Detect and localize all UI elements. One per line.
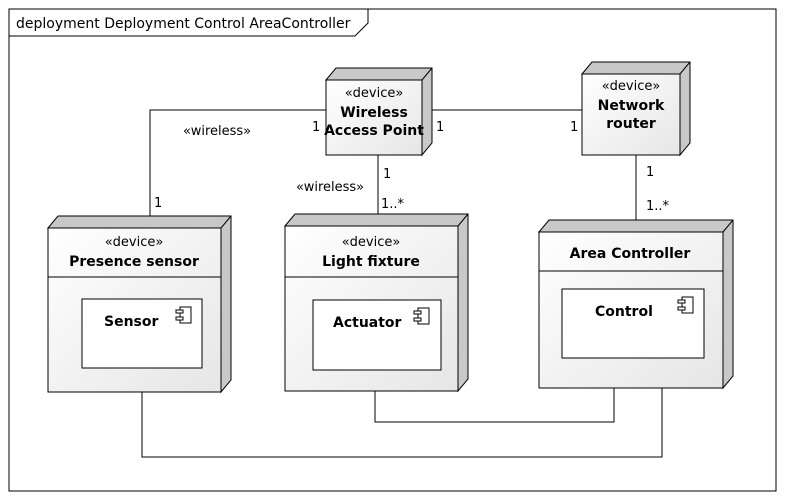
control-actuator-link — [374, 357, 615, 423]
mult-wap-router: 1 — [436, 120, 444, 135]
presence-name: Presence sensor — [69, 254, 199, 270]
mult-wap-presence: 1 — [312, 120, 320, 135]
router-name-line1: Network — [598, 98, 665, 114]
mult-area: 1..* — [646, 199, 670, 214]
light-stereotype: «device» — [342, 235, 401, 250]
router-name-line2: router — [606, 116, 656, 132]
node-network-router: «device» Network router — [580, 61, 691, 157]
component-actuator: Actuator — [312, 299, 442, 371]
mult-router-wap: 1 — [570, 120, 578, 135]
actuator-label: Actuator — [333, 315, 402, 331]
mult-router-area: 1 — [646, 165, 654, 180]
mult-wap-light: 1 — [383, 167, 391, 182]
wap-stereotype: «device» — [345, 86, 404, 101]
light-name: Light fixture — [322, 254, 420, 270]
wap-name-line1: Wireless — [340, 105, 408, 121]
wap-name-line2: Access Point — [324, 123, 424, 139]
component-icon — [677, 296, 694, 314]
sensor-label: Sensor — [104, 314, 158, 330]
router-stereotype: «device» — [602, 79, 661, 94]
wireless-label-light: «wireless» — [296, 180, 364, 195]
wap-presence-link — [149, 109, 326, 226]
component-sensor: Sensor — [81, 298, 203, 369]
frame-title: deployment Deployment Control AreaContro… — [16, 16, 351, 32]
component-control: Control — [561, 288, 705, 359]
component-icon — [175, 306, 192, 324]
sensor-control-link — [141, 359, 663, 458]
wireless-label-presence: «wireless» — [183, 124, 251, 139]
presence-stereotype: «device» — [105, 235, 164, 250]
control-label: Control — [595, 304, 653, 320]
mult-light: 1..* — [381, 197, 405, 212]
component-icon — [413, 307, 430, 325]
mult-presence: 1 — [154, 196, 162, 211]
area-name: Area Controller — [570, 246, 691, 262]
association-labels: «wireless» 1 1 «wireless» 1 1..* 1 1 1 1… — [154, 120, 670, 214]
node-wireless-access-point: «device» Wireless Access Point — [324, 67, 433, 157]
